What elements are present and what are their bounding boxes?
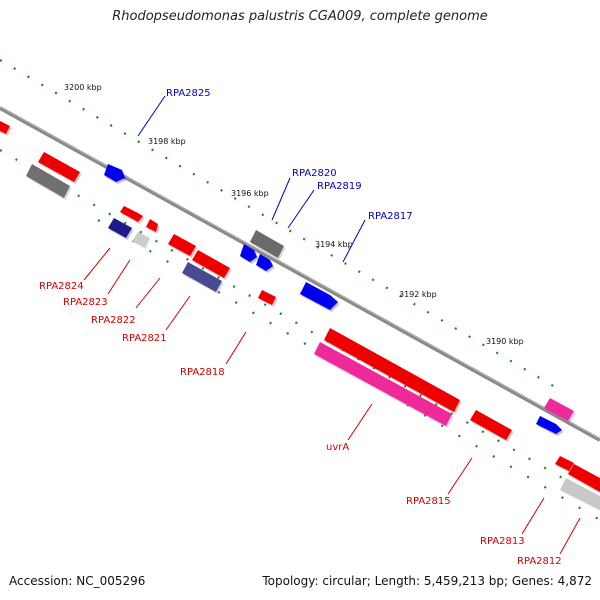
gene-label-rpa2818[interactable]: RPA2818 — [180, 367, 225, 378]
gene-feature[interactable] — [555, 456, 574, 471]
gene-feature[interactable] — [132, 232, 150, 248]
gene-feature[interactable] — [0, 120, 10, 134]
gene-feature[interactable] — [544, 398, 574, 421]
gene-label-uvra[interactable]: uvrA — [326, 442, 349, 453]
gene-feature[interactable] — [104, 164, 125, 182]
genome-stats-text: Topology: circular; Length: 5,459,213 bp… — [262, 574, 592, 588]
gene-feature[interactable] — [146, 219, 158, 232]
gene-feature[interactable] — [182, 262, 222, 292]
gene-label-rpa2813[interactable]: RPA2813 — [480, 536, 525, 547]
tick-label-3190: 3190 kbp — [486, 337, 524, 346]
gene-feature[interactable] — [568, 464, 600, 492]
gene-label-rpa2815[interactable]: RPA2815 — [406, 496, 451, 507]
tick-label-3198: 3198 kbp — [148, 137, 186, 146]
gene-label-rpa2822[interactable]: RPA2822 — [91, 315, 136, 326]
gene-feature[interactable] — [536, 416, 562, 434]
accession-text: Accession: NC_005296 — [9, 574, 146, 588]
gene-feature[interactable] — [258, 290, 276, 305]
gene-feature[interactable] — [256, 254, 273, 271]
gene-label-rpa2819[interactable]: RPA2819 — [317, 181, 362, 192]
gene-feature[interactable] — [38, 152, 80, 182]
map-title: Rhodopseudomonas palustris CGA009, compl… — [112, 9, 488, 24]
gene-feature[interactable] — [560, 478, 600, 510]
gene-feature[interactable] — [108, 218, 132, 238]
tick-label-3194: 3194 kbp — [315, 240, 353, 249]
gene-label-rpa2820[interactable]: RPA2820 — [292, 168, 337, 179]
gene-feature[interactable] — [250, 230, 284, 258]
gene-feature[interactable] — [240, 244, 257, 262]
gene-feature[interactable] — [314, 342, 452, 426]
gene-label-rpa2812[interactable]: RPA2812 — [517, 556, 562, 567]
gene-label-rpa2823[interactable]: RPA2823 — [63, 297, 108, 308]
gene-label-rpa2821[interactable]: RPA2821 — [122, 333, 167, 344]
gene-feature[interactable] — [324, 328, 460, 412]
gene-feature[interactable] — [120, 206, 143, 222]
gene-label-rpa2824[interactable]: RPA2824 — [39, 281, 84, 292]
gene-features — [0, 120, 600, 510]
gene-label-rpa2817[interactable]: RPA2817 — [368, 211, 413, 222]
gene-feature[interactable] — [300, 282, 338, 310]
gene-feature[interactable] — [192, 250, 230, 278]
gene-label-rpa2825[interactable]: RPA2825 — [166, 88, 211, 99]
label-leaders — [83, 95, 581, 555]
gene-feature[interactable] — [26, 164, 70, 198]
tick-label-3200: 3200 kbp — [64, 83, 102, 92]
gene-feature[interactable] — [470, 410, 512, 440]
tick-label-3196: 3196 kbp — [231, 189, 269, 198]
tick-label-3192: 3192 kbp — [399, 290, 437, 299]
tick-marks — [0, 59, 600, 521]
genome-backbone — [0, 106, 600, 442]
gene-feature[interactable] — [168, 234, 196, 256]
